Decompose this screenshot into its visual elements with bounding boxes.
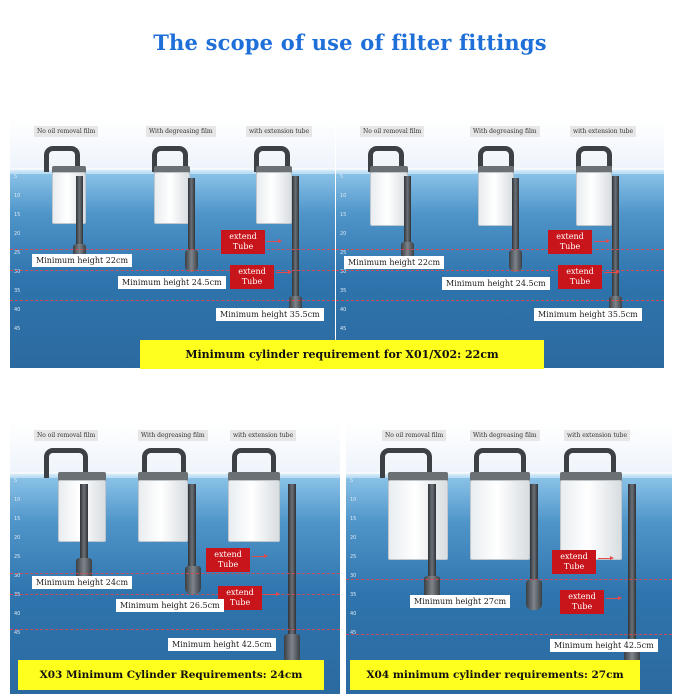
min-height-label: Minimum height 27cm	[410, 595, 511, 608]
ruler-tick: 20	[14, 535, 21, 541]
arrow-icon	[252, 554, 268, 558]
ruler-tick: 30	[14, 573, 21, 579]
ruler-tick: 45	[340, 326, 347, 332]
ruler-tick: 30	[340, 269, 347, 275]
column-label-no-film: No oil removal film	[34, 430, 99, 441]
filter-unit-icon	[572, 146, 632, 318]
filter-unit-icon	[474, 146, 534, 296]
ruler-tick: 40	[14, 307, 21, 313]
ruler-tick: 40	[340, 307, 347, 313]
page-title: The scope of use of filter fittings	[153, 30, 547, 55]
panel-x04: 5 10 15 20 25 30 35 40 45 No oil removal film Wi…	[346, 422, 672, 694]
filter-unit-icon	[132, 448, 212, 618]
panel-x01x02-right: 5 10 15 20 25 30 35 40 45 No oil removal film Wi…	[336, 118, 664, 368]
panel-x01x02-left: 5 10 15 20 25 30 35 40 45 No oil removal film Wi…	[10, 118, 335, 368]
ruler-tick: 15	[14, 212, 21, 218]
extend-tube-label: extend Tube	[218, 586, 262, 610]
ruler-tick: 35	[340, 288, 347, 294]
min-height-label: Minimum height 24.5cm	[118, 276, 226, 289]
column-label-extension: with extension tube	[570, 126, 637, 137]
min-height-label: Minimum height 24.5cm	[442, 277, 550, 290]
arrow-icon	[264, 592, 280, 596]
min-height-label: Minimum height 42.5cm	[550, 639, 658, 652]
column-label-extension: with extension tube	[564, 430, 631, 441]
ruler-tick: 45	[14, 326, 21, 332]
extend-tube-label: extend Tube	[221, 230, 265, 254]
column-label-extension: with extension tube	[246, 126, 313, 137]
cylinder-requirement-banner: Minimum cylinder requirement for X01/X02…	[140, 340, 544, 369]
ruler-tick: 30	[350, 573, 357, 579]
column-label-no-film: No oil removal film	[34, 126, 99, 137]
ruler-tick: 25	[340, 250, 347, 256]
extend-tube-label: extend Tube	[230, 265, 274, 289]
ruler-tick: 40	[14, 611, 21, 617]
filter-unit-icon	[40, 146, 100, 276]
ruler-tick: 45	[14, 630, 21, 636]
min-height-label: Minimum height 35.5cm	[216, 308, 324, 321]
min-height-label: Minimum height 26.5cm	[116, 599, 224, 612]
min-height-label: Minimum height 42.5cm	[168, 638, 276, 651]
ruler-scale: 5 10 15 20 25 30 35 40 45	[350, 478, 364, 648]
extend-tube-label: extend Tube	[206, 548, 250, 572]
filter-unit-icon	[250, 146, 310, 318]
filter-unit-icon	[224, 448, 314, 668]
extend-tube-label: extend Tube	[558, 265, 602, 289]
min-height-label: Minimum height 24cm	[32, 576, 133, 589]
filter-unit-icon	[364, 146, 424, 276]
ruler-tick: 35	[350, 592, 357, 598]
min-height-label: Minimum height 22cm	[32, 254, 133, 267]
cylinder-requirement-banner-x04: X04 minimum cylinder requirements: 27cm	[350, 660, 640, 690]
ruler-tick: 35	[14, 288, 21, 294]
ruler-scale: 5 10 15 20 25 30 35 40 45	[340, 174, 354, 344]
panel-x03: 5 10 15 20 25 30 35 40 45 No oil removal film Wi…	[10, 422, 340, 694]
min-height-label: Minimum height 22cm	[344, 256, 445, 269]
ruler-tick: 25	[350, 554, 357, 560]
ruler-tick: 15	[340, 212, 347, 218]
ruler-tick: 5	[14, 174, 18, 180]
ruler-tick: 20	[350, 535, 357, 541]
column-label-extension: with extension tube	[230, 430, 297, 441]
column-label-degreasing: With degreasing film	[138, 430, 208, 441]
filter-unit-icon	[376, 448, 456, 618]
ruler-tick: 15	[14, 516, 21, 522]
arrow-icon	[276, 270, 292, 274]
min-height-label: Minimum height 35.5cm	[534, 308, 642, 321]
extend-tube-label: extend Tube	[560, 590, 604, 614]
ruler-tick: 5	[14, 478, 18, 484]
ruler-tick: 5	[340, 174, 344, 180]
ruler-tick: 10	[350, 497, 357, 503]
ruler-tick: 10	[14, 193, 21, 199]
column-label-degreasing: With degreasing film	[146, 126, 216, 137]
ruler-tick: 45	[350, 630, 357, 636]
ruler-scale: 5 10 15 20 25 30 35 40 45	[14, 174, 28, 344]
arrow-icon	[606, 596, 622, 600]
ruler-tick: 20	[340, 231, 347, 237]
ruler-tick: 15	[350, 516, 357, 522]
column-label-degreasing: With degreasing film	[470, 126, 540, 137]
column-label-no-film: No oil removal film	[360, 126, 425, 137]
arrow-icon	[266, 239, 282, 243]
filter-unit-icon	[464, 448, 554, 628]
column-label-no-film: No oil removal film	[382, 430, 447, 441]
ruler-tick: 25	[14, 554, 21, 560]
filter-unit-icon	[148, 146, 208, 296]
arrow-icon	[604, 270, 620, 274]
ruler-tick: 10	[14, 497, 21, 503]
ruler-tick: 35	[14, 592, 21, 598]
ruler-scale: 5 10 15 20 25 30 35 40 45	[14, 478, 28, 648]
ruler-tick: 30	[14, 269, 21, 275]
ruler-tick: 5	[350, 478, 354, 484]
ruler-tick: 25	[14, 250, 21, 256]
extend-tube-label: extend Tube	[552, 550, 596, 574]
extend-tube-label: extend Tube	[548, 230, 592, 254]
cylinder-requirement-banner-x03: X03 Minimum Cylinder Requirements: 24cm	[18, 660, 324, 690]
arrow-icon	[598, 556, 614, 560]
arrow-icon	[594, 239, 610, 243]
ruler-tick: 40	[350, 611, 357, 617]
ruler-tick: 20	[14, 231, 21, 237]
column-label-degreasing: With degreasing film	[470, 430, 540, 441]
ruler-tick: 10	[340, 193, 347, 199]
